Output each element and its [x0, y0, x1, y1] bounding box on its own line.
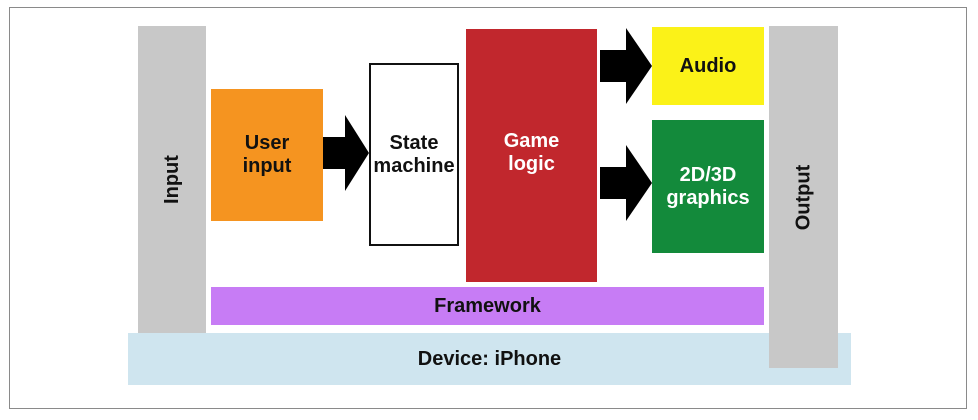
framework-layer: Framework	[211, 287, 764, 325]
arrow-logic-to-audio	[600, 28, 652, 104]
graphics-label: 2D/3D graphics	[666, 163, 750, 209]
game-logic-label: Game logic	[503, 130, 560, 175]
input-label: Input	[160, 155, 183, 204]
game-logic-box: Game logic	[466, 29, 597, 282]
arrow-logic-to-graphics	[600, 145, 652, 221]
audio-box: Audio	[652, 27, 764, 105]
graphics-box: 2D/3D graphics	[652, 120, 764, 253]
audio-label: Audio	[679, 54, 737, 77]
arrow-user-to-state	[323, 115, 369, 191]
device-label: Device: iPhone	[417, 347, 562, 370]
state-machine-box: State machine	[369, 63, 459, 246]
user-input-label: User input	[242, 132, 292, 177]
user-input-box: User input	[211, 89, 323, 221]
device-layer: Device: iPhone	[128, 333, 851, 385]
state-machine-label: State machine	[373, 131, 455, 177]
input-pillar: Input	[138, 26, 206, 333]
framework-label: Framework	[434, 294, 541, 317]
output-pillar: Output	[769, 26, 838, 368]
output-label: Output	[792, 164, 814, 230]
